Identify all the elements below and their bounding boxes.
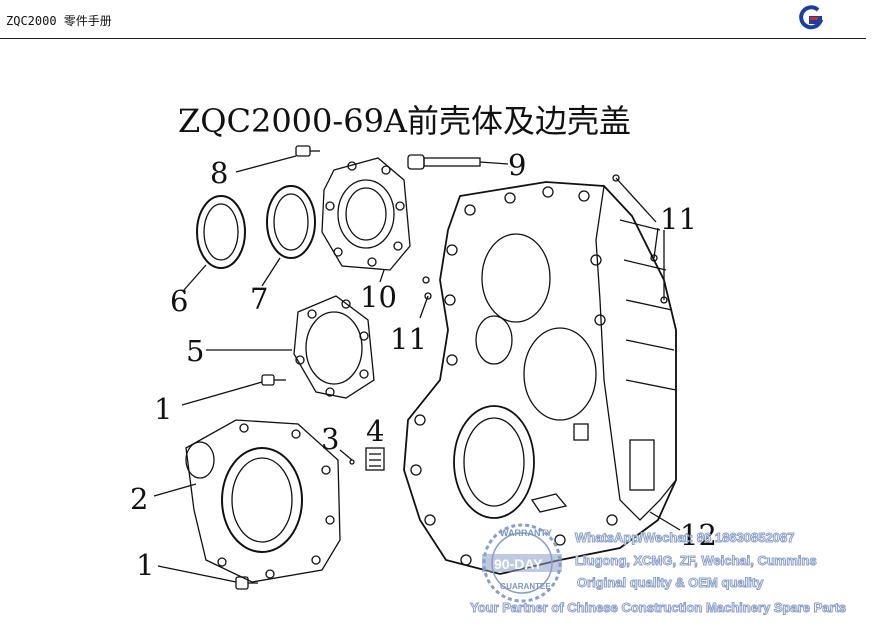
- seal-top-text: WARRANTY: [500, 528, 552, 538]
- page-header-title: ZQC2000 零件手册: [6, 14, 112, 28]
- callout-7: 7: [250, 282, 269, 316]
- callout-5: 5: [186, 334, 205, 368]
- warranty-seal-icon: [482, 523, 562, 603]
- watermark-quality: Original quality & OEM quality: [576, 575, 764, 591]
- callout-11-left: 11: [390, 322, 427, 356]
- callout-12: 12: [680, 518, 717, 552]
- callout-6: 6: [170, 284, 189, 318]
- callout-3: 3: [321, 422, 340, 456]
- callout-10: 10: [360, 280, 397, 314]
- seal-bottom-text: GUARANTEE: [500, 582, 551, 591]
- header-divider: [0, 38, 866, 39]
- watermark-brands: Liugong, XCMG, ZF, Weichai, Cummins: [575, 553, 818, 569]
- callout-1-upper: 1: [154, 392, 173, 426]
- callout-4: 4: [366, 414, 385, 448]
- diagram-title: ZQC2000-69A前壳体及边壳盖: [178, 102, 632, 140]
- brand-logo-icon: [799, 5, 824, 30]
- callout-11-right: 11: [660, 202, 697, 236]
- callout-9: 9: [508, 148, 527, 182]
- callout-8: 8: [210, 156, 229, 190]
- callout-2: 2: [130, 482, 149, 516]
- callout-1-lower: 1: [136, 548, 155, 582]
- watermark-tagline: Your Partner of Chinese Construction Mac…: [469, 600, 847, 616]
- seal-mid-text: 90-DAY: [494, 556, 543, 572]
- watermark-contact: WhatsApp/Wechat: 86 18630852087: [574, 530, 795, 546]
